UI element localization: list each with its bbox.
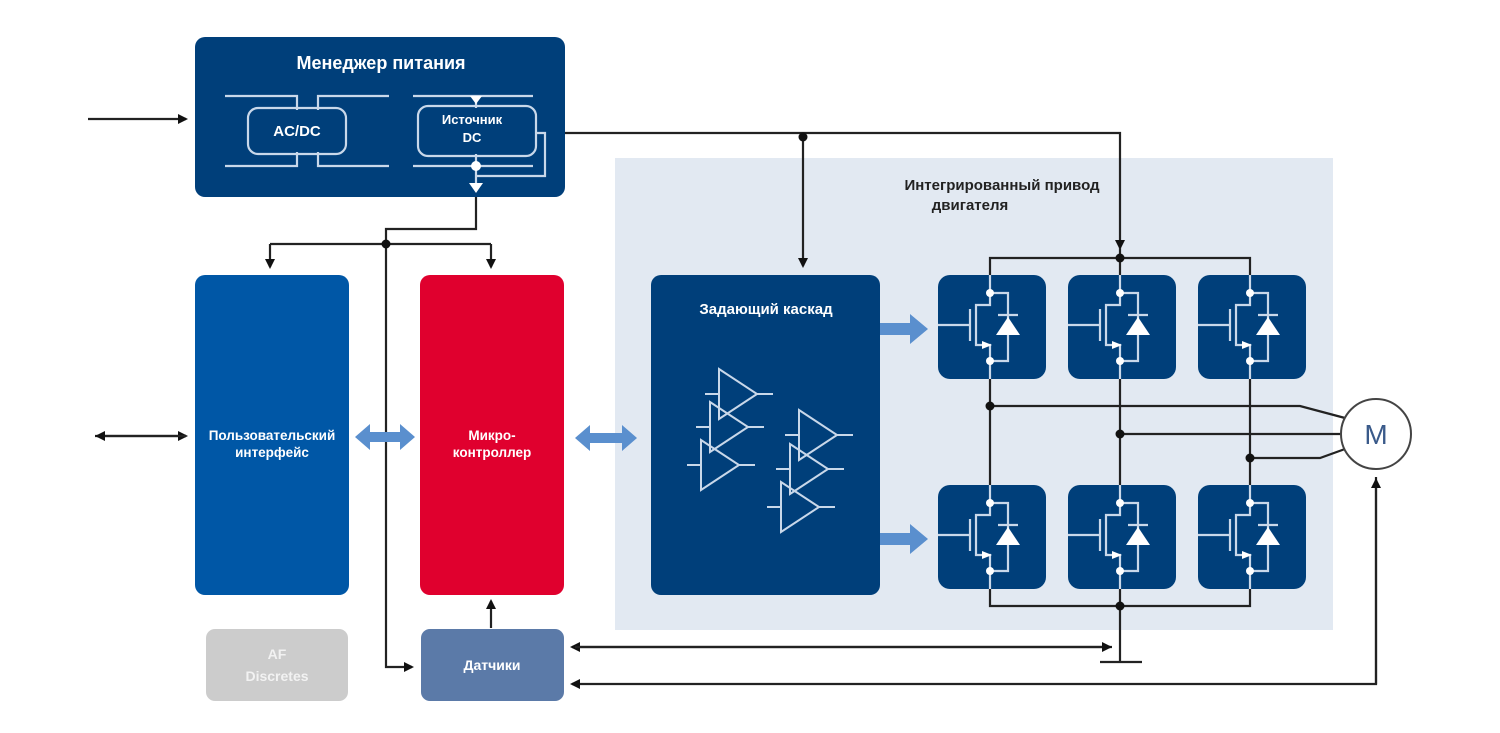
ui-mcu-bus-arrow <box>355 424 415 450</box>
transistor-icon <box>936 273 1048 381</box>
user-interface-label-line2: интерфейс <box>235 445 309 460</box>
microcontroller-block[interactable]: Микро- контроллер <box>420 275 564 595</box>
motor-drive-title-line1: Интегрированный привод <box>904 177 1100 194</box>
motor-label: M <box>1364 419 1387 450</box>
microcontroller-label-line2: контроллер <box>453 445 531 460</box>
bus-arrows <box>355 314 928 554</box>
dc-source-label-line2: DC <box>463 130 482 145</box>
power-manager-title: Менеджер питания <box>296 53 465 73</box>
user-interface-block[interactable]: Пользовательский интерфейс <box>195 275 349 595</box>
af-discretes-label-line2: Discretes <box>245 668 308 684</box>
microcontroller-label-line1: Микро- <box>468 428 515 443</box>
sensors-label: Датчики <box>464 657 521 673</box>
driver-low-side-arrow <box>880 524 928 554</box>
dc-source-label-line1: Источник <box>442 112 503 127</box>
af-discretes-label-line1: AF <box>268 646 287 662</box>
acdc-label: AC/DC <box>273 123 321 140</box>
mcu-driver-bus-arrow <box>575 425 637 451</box>
driver-stage-title: Задающий каскад <box>699 301 833 318</box>
af-discretes-block[interactable]: AF Discretes <box>206 629 348 701</box>
driver-high-side-arrow <box>880 314 928 344</box>
transistor-icon <box>1196 483 1308 591</box>
sensors-block[interactable]: Датчики <box>421 629 564 701</box>
junction-dots <box>381 132 1255 611</box>
transistor-icon <box>1196 273 1308 381</box>
transistor-icon <box>1066 273 1178 381</box>
power-manager-block[interactable]: Менеджер питания AC/DC Источник DC <box>195 37 565 197</box>
driver-stage-block[interactable]: Задающий каскад <box>651 275 880 595</box>
user-interface-label-line1: Пользовательский <box>209 428 336 443</box>
transistor-icon <box>1066 483 1178 591</box>
transistor-icon <box>936 483 1048 591</box>
motor-drive-title-line2: двигателя <box>932 197 1009 214</box>
motor-symbol[interactable]: M <box>1340 398 1412 470</box>
